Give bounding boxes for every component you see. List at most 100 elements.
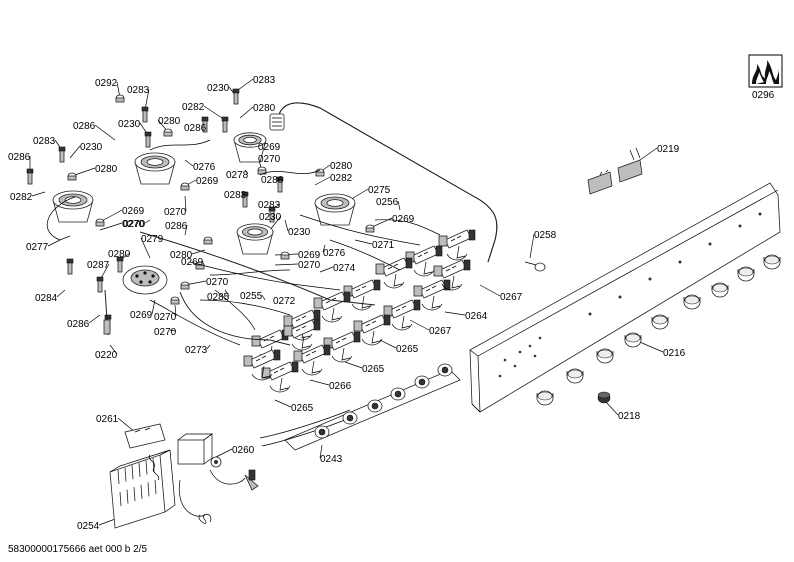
part-label-0283: 0283 bbox=[224, 190, 247, 201]
leader-line bbox=[444, 311, 466, 316]
leader-line bbox=[314, 176, 331, 186]
leader-line bbox=[169, 329, 177, 332]
injector-jet-icon bbox=[221, 116, 229, 133]
gas-valve-icon bbox=[433, 259, 471, 291]
part-label-0287: 0287 bbox=[87, 260, 110, 271]
part-label-0273: 0273 bbox=[185, 345, 208, 356]
burner-bowl-icon bbox=[233, 132, 267, 163]
part-label-0276: 0276 bbox=[193, 162, 216, 173]
part-label-0230: 0230 bbox=[288, 227, 311, 238]
leader-line bbox=[244, 169, 249, 175]
injector-jet-icon bbox=[96, 276, 104, 293]
gas-valve-icon bbox=[353, 314, 391, 346]
part-label-0286: 0286 bbox=[165, 221, 188, 232]
leader-line bbox=[322, 244, 326, 253]
part-label-0258: 0258 bbox=[534, 230, 557, 241]
part-label-0278: 0278 bbox=[226, 170, 249, 181]
gas-valve-icon bbox=[293, 344, 331, 376]
part-label-0283: 0283 bbox=[127, 85, 150, 96]
injector-jet-icon bbox=[241, 191, 249, 208]
part-label-0280: 0280 bbox=[170, 250, 193, 261]
part-label-0275: 0275 bbox=[368, 185, 391, 196]
small-knob bbox=[597, 391, 611, 404]
part-label-0269: 0269 bbox=[122, 206, 145, 217]
injector-jet-icon bbox=[26, 168, 34, 185]
part-label-0280: 0280 bbox=[330, 161, 353, 172]
leader-line bbox=[639, 147, 658, 161]
injector-jet-icon bbox=[276, 176, 284, 193]
part-label-0286: 0286 bbox=[67, 319, 90, 330]
part-label-0220: 0220 bbox=[95, 350, 118, 361]
part-label-0285: 0285 bbox=[207, 292, 230, 303]
part-label-0230: 0230 bbox=[207, 83, 230, 94]
part-label-0283: 0283 bbox=[258, 200, 281, 211]
part-label-0286: 0286 bbox=[184, 123, 207, 134]
nut-icon bbox=[195, 261, 205, 270]
nut-icon bbox=[315, 168, 325, 177]
main-gas-tube bbox=[269, 102, 498, 263]
leader-line bbox=[529, 233, 535, 259]
leader-line bbox=[309, 379, 330, 386]
nut-icon bbox=[365, 224, 375, 233]
leader-line bbox=[184, 159, 194, 167]
part-label-0272: 0272 bbox=[273, 296, 296, 307]
part-label-0270: 0270 bbox=[122, 219, 145, 230]
leader-line bbox=[354, 239, 373, 245]
leader-line bbox=[203, 105, 226, 121]
part-label-0282: 0282 bbox=[10, 192, 33, 203]
part-label-0270: 0270 bbox=[154, 312, 177, 323]
part-label-0280: 0280 bbox=[108, 249, 131, 260]
part-label-0230: 0230 bbox=[118, 119, 141, 130]
leader-line bbox=[261, 294, 266, 301]
part-label-0286: 0286 bbox=[73, 121, 96, 132]
nut-icon bbox=[180, 281, 190, 290]
part-label-0270: 0270 bbox=[258, 154, 281, 165]
part-label-0280: 0280 bbox=[95, 164, 118, 175]
injector-jet-icon bbox=[66, 258, 74, 275]
burner-bowl-icon bbox=[134, 152, 176, 185]
nut-icon bbox=[115, 94, 125, 103]
part-label-0269: 0269 bbox=[392, 214, 415, 225]
ignition-electrode-strip bbox=[259, 363, 461, 451]
part-label-0267: 0267 bbox=[500, 292, 523, 303]
injector-jet-icon bbox=[116, 256, 124, 273]
leader-line bbox=[144, 88, 150, 111]
part-label-0267: 0267 bbox=[429, 326, 452, 337]
part-label-0216: 0216 bbox=[663, 348, 686, 359]
nut-icon bbox=[95, 218, 105, 227]
nut-icon bbox=[203, 236, 213, 245]
leader-line bbox=[379, 339, 397, 349]
nut-icon bbox=[170, 296, 180, 305]
part-label-0286: 0286 bbox=[261, 175, 284, 186]
leader-line bbox=[206, 344, 211, 350]
leader-line bbox=[184, 224, 188, 236]
part-label-0265: 0265 bbox=[362, 364, 385, 375]
small-parts bbox=[26, 88, 375, 331]
part-label-0284: 0284 bbox=[35, 293, 58, 304]
gas-valve-icon bbox=[283, 319, 321, 351]
part-label-0277: 0277 bbox=[26, 242, 49, 253]
leader-line bbox=[69, 145, 81, 159]
leader-line bbox=[56, 289, 66, 298]
leader-line bbox=[117, 417, 136, 433]
leader-line bbox=[224, 289, 230, 297]
leader-line bbox=[605, 401, 619, 416]
part-label-0264: 0264 bbox=[465, 311, 488, 322]
part-label-0230: 0230 bbox=[259, 212, 282, 223]
gas-valve-icon bbox=[405, 245, 443, 277]
part-label-0219: 0219 bbox=[657, 144, 680, 155]
injector-jet-icon bbox=[58, 146, 66, 163]
part-label-0282: 0282 bbox=[182, 102, 205, 113]
part-label-0279: 0279 bbox=[141, 234, 164, 245]
part-label-0269: 0269 bbox=[298, 250, 321, 261]
part-label-0270: 0270 bbox=[154, 327, 177, 338]
part-label-0280: 0280 bbox=[253, 103, 276, 114]
leader-line bbox=[274, 399, 292, 408]
control-panel-strip bbox=[469, 182, 781, 413]
leader-line bbox=[47, 239, 61, 247]
leader-line bbox=[144, 219, 151, 224]
part-label-0270: 0270 bbox=[164, 207, 187, 218]
part-label-0274: 0274 bbox=[333, 263, 356, 274]
